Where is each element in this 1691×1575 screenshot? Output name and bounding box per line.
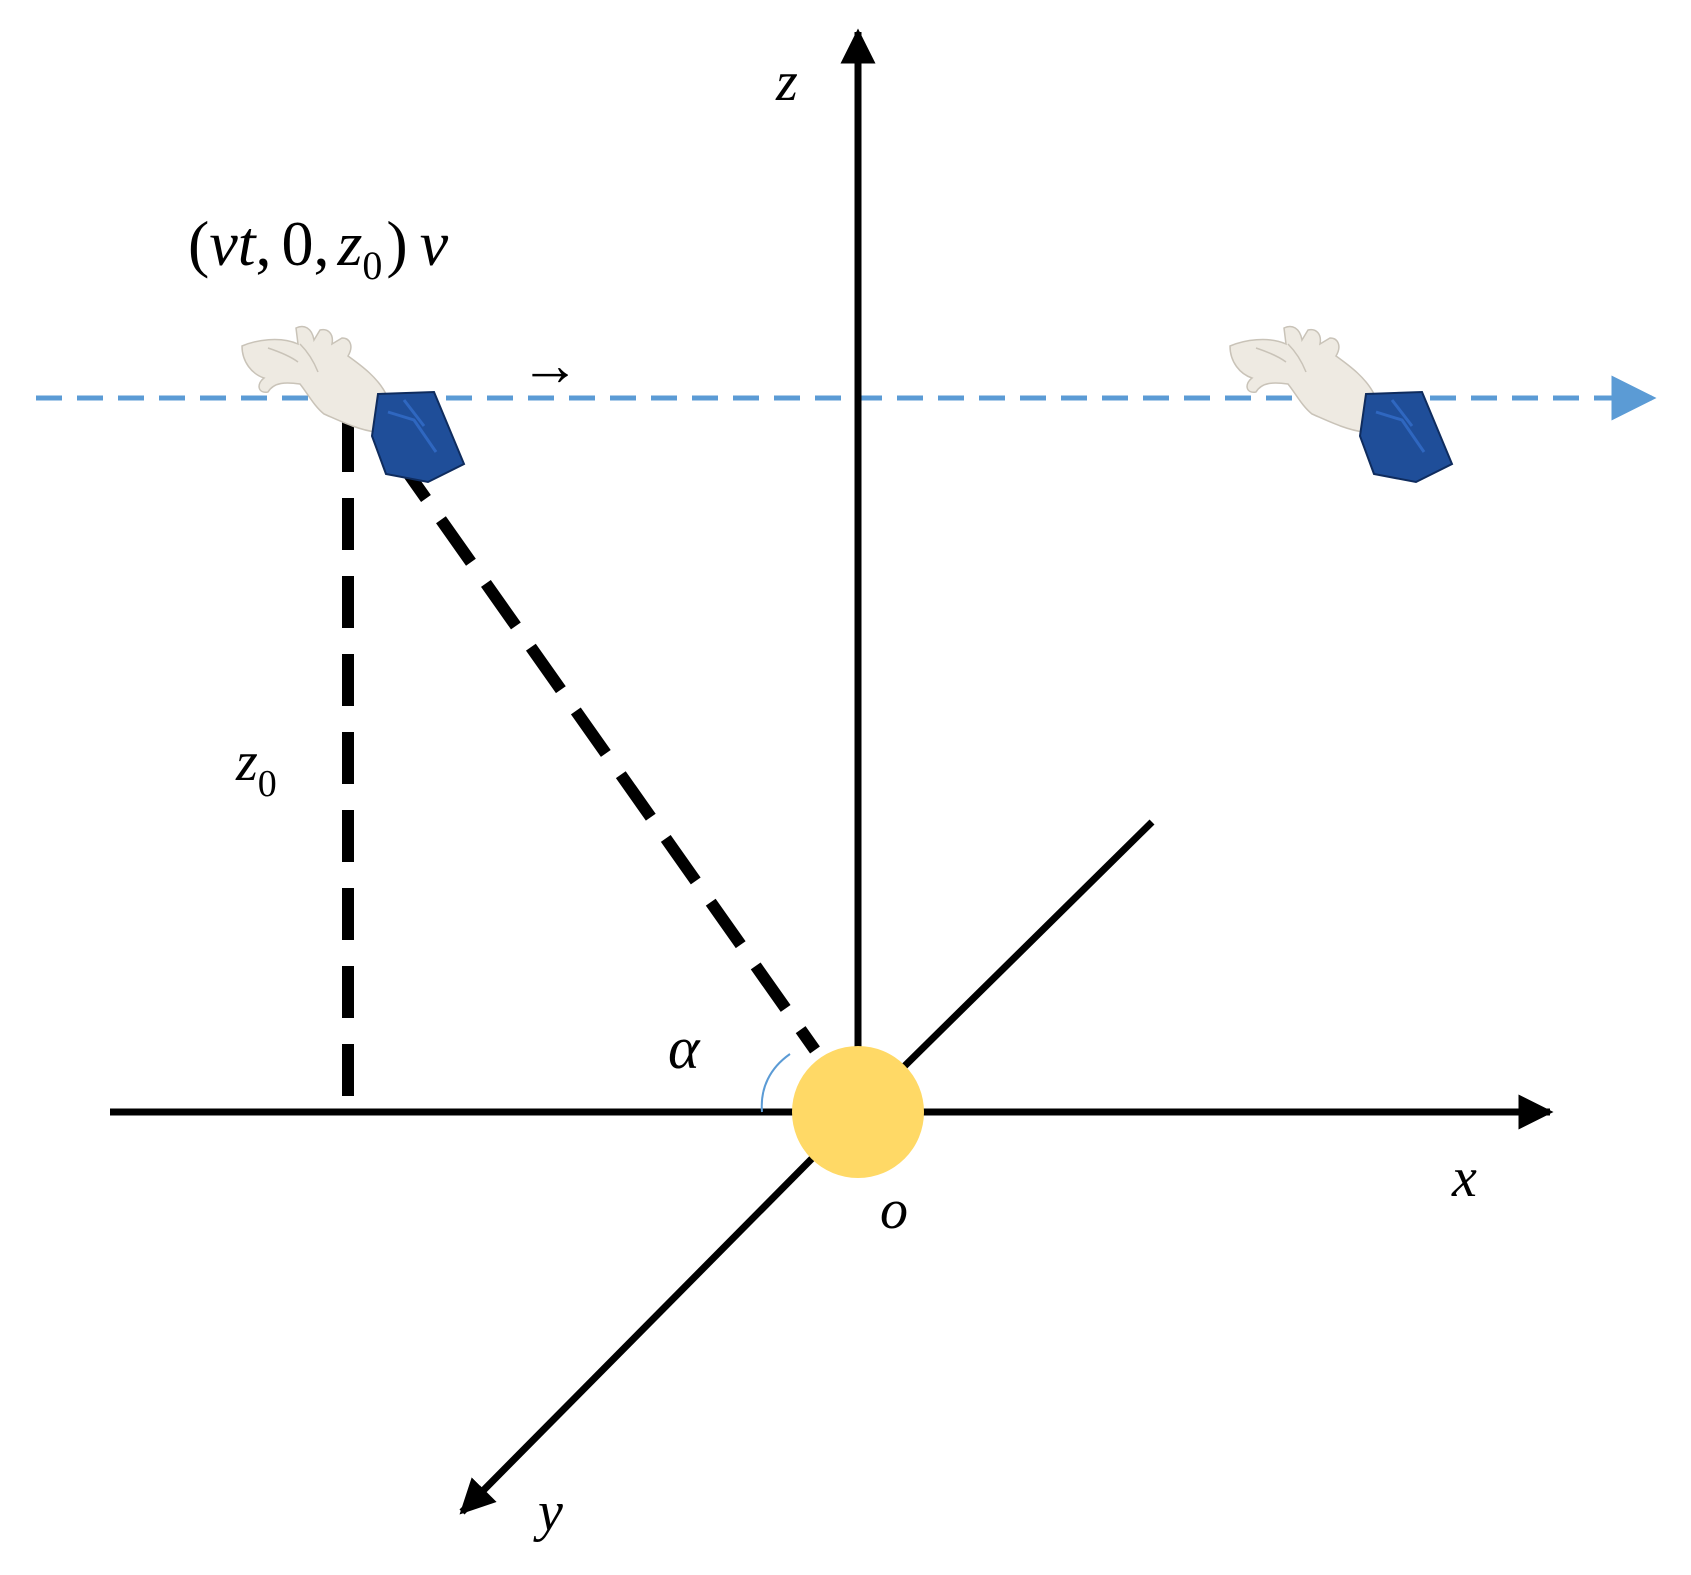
x-axis-label: x [1451,1147,1477,1209]
velocity-arrow: → [520,332,580,398]
height-label: z0 [235,731,277,805]
pointing-hand-icon-end [1228,325,1454,484]
y-axis-label: y [533,1481,563,1543]
sensor-dot-icon [792,1046,924,1178]
y-axis [459,1109,861,1515]
point-label: (vt,0,z0)v [188,208,449,288]
origin-label: o [880,1179,908,1241]
angle-arc [760,1053,791,1113]
line-of-sight-dashed [391,452,820,1054]
z-axis-label: z [775,51,798,113]
angle-label: α [668,1015,701,1081]
y-axis-back [855,819,1155,1115]
